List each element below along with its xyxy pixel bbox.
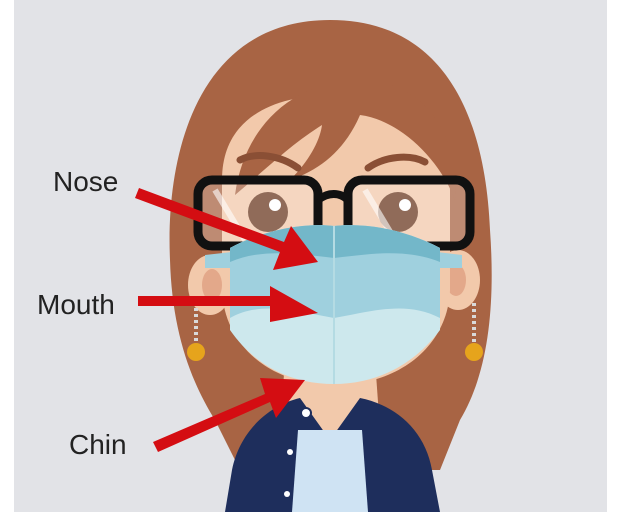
mouth-label: Mouth <box>37 291 115 319</box>
button <box>287 449 293 455</box>
left-earring <box>187 343 205 361</box>
right-earring <box>465 343 483 361</box>
chin-label: Chin <box>69 431 127 459</box>
nose-label: Nose <box>53 168 118 196</box>
collar-button <box>301 408 311 418</box>
shirt <box>292 430 368 512</box>
button <box>284 491 290 497</box>
